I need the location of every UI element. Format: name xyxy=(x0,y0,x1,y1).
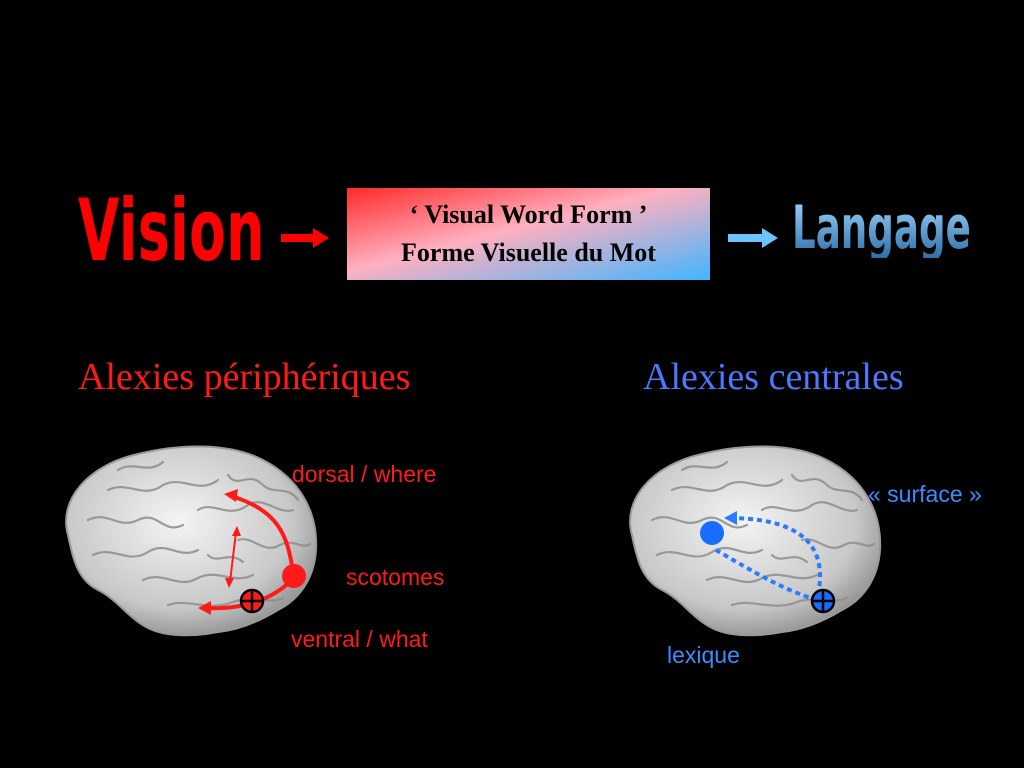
lexique-label: lexique xyxy=(667,642,740,668)
ventral-what-label: ventral / what xyxy=(291,626,428,652)
surface-label: « surface » xyxy=(868,481,982,507)
central-alexia-heading: Alexies centrales xyxy=(643,356,904,398)
vwf-line-english: ‘ Visual Word Form ’ xyxy=(409,200,648,230)
visual-word-form-box: ‘ Visual Word Form ’ Forme Visuelle du M… xyxy=(347,188,710,280)
scotomes-label: scotomes xyxy=(346,564,445,590)
vwf-line-french: Forme Visuelle du Mot xyxy=(401,238,656,267)
arrow-vwf-to-langage-icon xyxy=(728,228,778,248)
brain-peripheral-illustration xyxy=(65,445,318,637)
vision-label: Vision xyxy=(78,181,265,281)
peripheral-alexia-heading: Alexies périphériques xyxy=(78,356,411,398)
arrow-vision-to-vwf-icon xyxy=(281,228,329,248)
brain-central-illustration xyxy=(629,445,882,637)
langage-label: Langage xyxy=(792,193,971,263)
dorsal-where-label: dorsal / where xyxy=(292,461,437,487)
